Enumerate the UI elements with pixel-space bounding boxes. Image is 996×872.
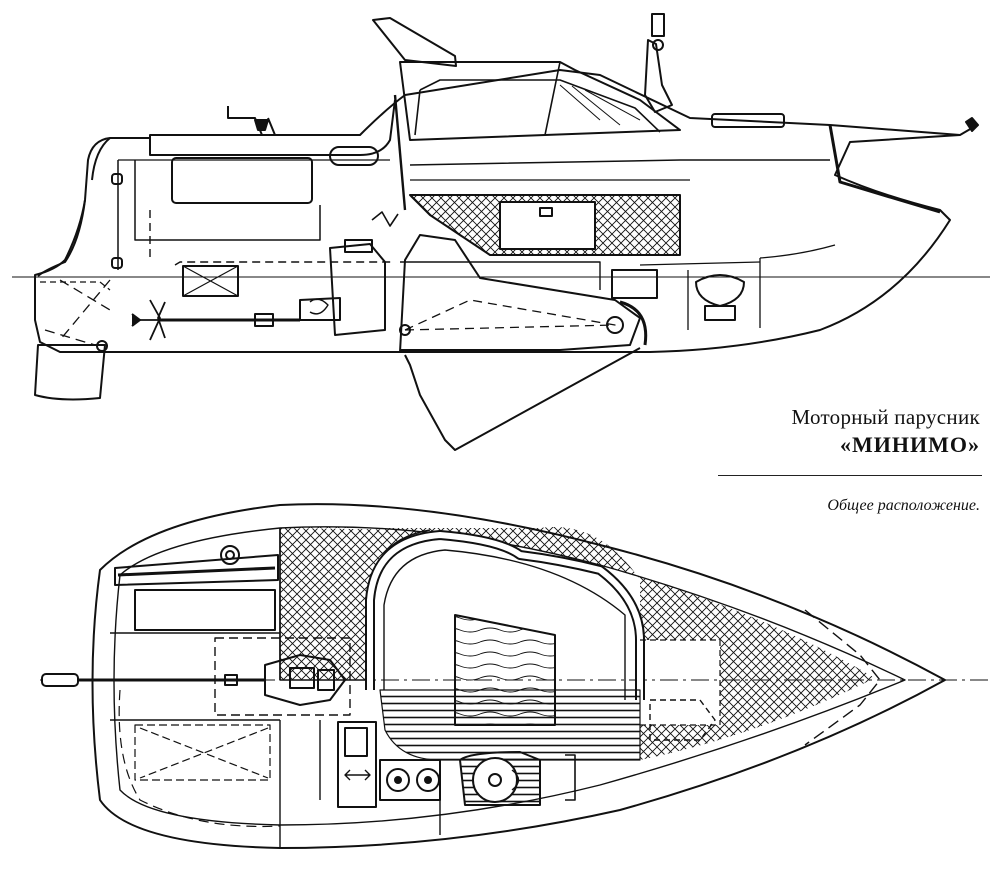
cabin-side-line	[409, 159, 830, 166]
figure-caption: Моторный парусник «МИНИМО»	[700, 405, 980, 458]
burner-2	[416, 768, 440, 792]
caption-subtitle: Общее расположение.	[827, 497, 980, 514]
plan-view	[40, 503, 990, 849]
cabin-coaming-inner	[367, 532, 643, 700]
bulkhead-fwd	[687, 258, 761, 330]
aft-fitting-inner	[225, 550, 235, 560]
galley-arrow	[344, 769, 371, 781]
caption-rule	[718, 475, 982, 476]
gearbox	[299, 297, 341, 321]
engine-head	[344, 239, 373, 253]
ventilator	[644, 39, 673, 113]
locker-knob	[539, 207, 553, 217]
cabin-posts	[414, 61, 561, 136]
propeller	[140, 299, 175, 341]
fuel-tank-cross	[182, 265, 239, 297]
porthole-aft	[329, 146, 379, 166]
plan-tiller-end	[41, 673, 79, 687]
port-locker-cross	[139, 727, 269, 779]
stern-deck	[91, 137, 111, 181]
rudder-pin	[96, 340, 108, 352]
engine-bay	[214, 637, 351, 716]
keel-box-inner	[400, 261, 601, 290]
propeller-hub	[131, 313, 141, 327]
toilet	[472, 757, 518, 803]
keel-box	[399, 234, 641, 353]
cockpit-side-hatched	[279, 528, 431, 681]
plan-bearing	[224, 674, 238, 686]
engine-plan-head	[289, 667, 315, 689]
stem-head	[965, 117, 979, 132]
head-door	[565, 754, 576, 801]
toilet-arrow	[511, 769, 520, 791]
bow-floor	[759, 244, 836, 259]
tiller-base	[254, 119, 269, 131]
fwd-locker-dash	[640, 639, 721, 726]
hull-outline	[34, 94, 973, 353]
ventilator-cap	[651, 13, 665, 37]
forehatch	[711, 113, 785, 128]
cabin-sole	[379, 689, 641, 761]
aft-berth	[117, 160, 321, 270]
transom-curve	[37, 199, 86, 277]
companion-step	[371, 211, 399, 227]
caption-title-line1: Моторный парусник	[791, 405, 980, 429]
engine-plan	[264, 654, 346, 706]
anchor-winch-base	[704, 305, 736, 321]
shaft-bearing	[254, 313, 274, 327]
cabin-sole-edge	[383, 549, 626, 700]
galley-sink	[344, 727, 368, 757]
stern-skeg-dash	[40, 281, 111, 291]
centerboard	[404, 347, 641, 451]
fwd-floor	[639, 261, 761, 266]
fuel-tank-side	[182, 265, 239, 297]
caption-title-line2: «МИНИМО»	[840, 432, 980, 457]
gearbox-coupling	[309, 298, 329, 315]
cb-trunk-cap	[619, 300, 648, 346]
aft-bulkheads	[279, 720, 441, 848]
cockpit-benches	[110, 632, 280, 721]
galley-unit	[337, 721, 377, 808]
fwd-hatch-dash	[649, 699, 716, 741]
bow-chine	[828, 124, 941, 214]
cb-pivot-dash	[404, 299, 616, 331]
stern-cleat	[111, 173, 123, 185]
chain-locker-box	[611, 269, 658, 299]
mast-step	[393, 94, 407, 211]
burner-1	[386, 768, 410, 792]
aft-seat-top	[114, 554, 279, 586]
plan-hull	[91, 503, 946, 849]
bow-dash	[804, 609, 881, 746]
fwd-locker	[499, 201, 596, 250]
burner-2-dot	[424, 776, 432, 784]
foredeck-hatched	[280, 526, 875, 760]
stern-rudder	[34, 344, 106, 401]
aft-dash-sweep	[118, 689, 281, 828]
interior-dash-aft	[149, 210, 395, 266]
aft-window	[171, 157, 313, 204]
engine-plan-gear	[317, 669, 335, 691]
doghouse-window-frame	[419, 79, 661, 133]
toilet-inner	[488, 773, 502, 787]
burner-1-dot	[394, 776, 402, 784]
stern-void-dash	[44, 279, 111, 346]
hood-folds	[559, 84, 641, 126]
port-locker	[134, 724, 271, 781]
stern-cleat-low	[111, 257, 123, 269]
aft-locker-a	[134, 589, 276, 631]
plan-inner-deck	[113, 526, 906, 826]
aft-fitting	[220, 545, 240, 565]
aft-seat-edge	[117, 566, 276, 577]
mast-head-fitting	[372, 17, 457, 67]
ventilator-ring	[652, 39, 664, 51]
anchor-winch	[695, 274, 745, 307]
engine-block	[329, 243, 386, 336]
side-elevation	[12, 13, 990, 451]
